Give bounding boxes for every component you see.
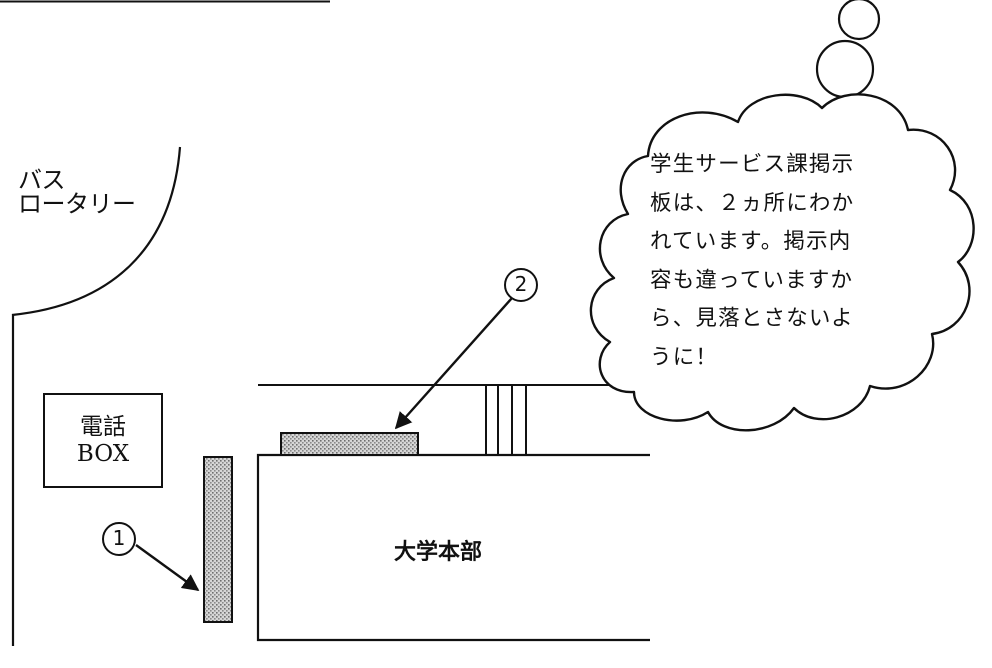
notice-board-1	[203, 456, 233, 623]
speech-line: うに！	[650, 344, 719, 370]
arrow-to-board-1	[135, 544, 200, 591]
speech-line: 容も違っていますか	[650, 267, 854, 293]
bus-rotary-label-line2: ロータリー	[18, 190, 136, 218]
headquarters-label: 大学本部	[394, 540, 483, 565]
headquarters-building	[256, 453, 650, 642]
phone-box-label: 電話 BOX	[44, 414, 162, 468]
marker-1: 1	[102, 522, 136, 556]
marker-2: 2	[504, 268, 538, 302]
speech-line: ら、見落とさないよ	[650, 306, 854, 331]
bus-rotary-curve	[11, 146, 182, 317]
speech-line: れています。掲示内	[650, 229, 852, 254]
bus-rotary-label-line1: バス	[18, 166, 65, 194]
thought-bubble-dot	[815, 39, 875, 99]
phone-box-outline	[43, 393, 163, 488]
phone-box-label-line2: BOX	[76, 441, 130, 467]
speech-line: 板は、２ヵ所にわか	[650, 190, 855, 216]
speech-line: 学生サービス課掲示	[650, 152, 855, 177]
speech-cloud	[589, 93, 975, 432]
notice-board-2	[280, 432, 419, 456]
bus-rotary-label: バス ロータリー	[18, 168, 136, 216]
thought-bubble-dot	[837, 0, 881, 41]
speech-bubble-text: 学生サービス課掲示 板は、２ヵ所にわか れています。掲示内 容も違っていますか …	[650, 146, 900, 377]
phone-box-label-line1: 電話	[80, 414, 126, 440]
arrow-to-board-2	[394, 297, 513, 430]
